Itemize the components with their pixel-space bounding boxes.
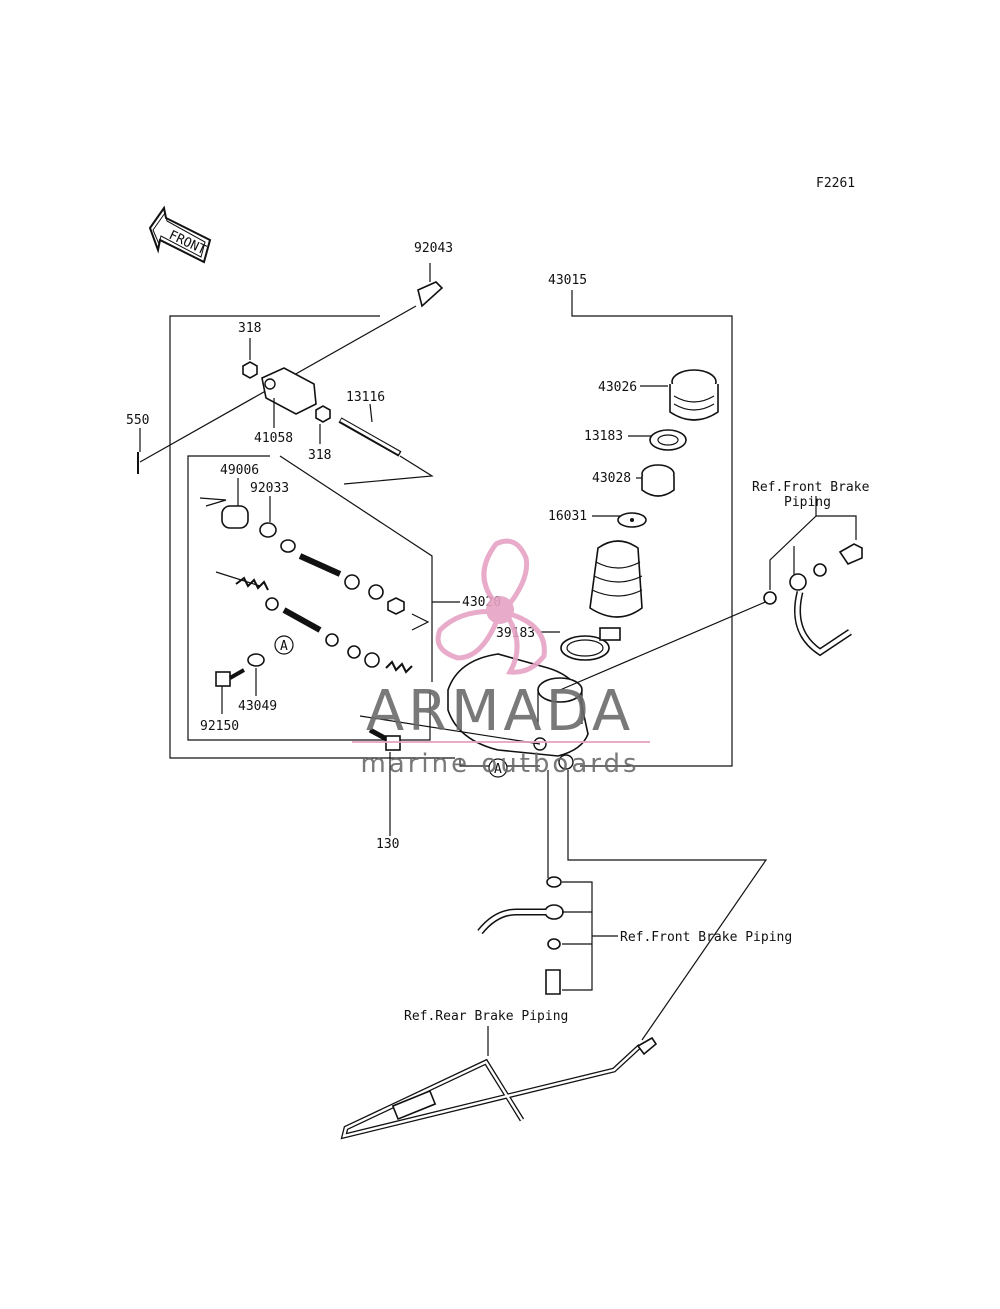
label-43026: 43026 — [598, 380, 637, 395]
label-92043: 92043 — [414, 241, 453, 256]
kit-piston-parts — [280, 539, 430, 631]
circlip-92033 — [259, 496, 277, 538]
hose-clamp-39183 — [540, 627, 621, 661]
diaphragm-43028 — [636, 464, 675, 497]
label-130: 130 — [376, 837, 399, 852]
push-rod-13116 — [338, 403, 434, 485]
watermark-logo-icon — [435, 538, 547, 675]
label-43015: 43015 — [548, 273, 587, 288]
washer-43049 — [247, 653, 265, 696]
nut-318-bottom — [315, 405, 331, 444]
label-43049: 43049 — [238, 699, 277, 714]
label-92033: 92033 — [250, 481, 289, 496]
diaphragm-plate-13183 — [628, 429, 687, 451]
label-49006: 49006 — [220, 463, 259, 478]
svg-text:A: A — [280, 639, 288, 654]
callout-a-body: A — [488, 758, 508, 778]
rear-brake-pipe — [340, 1026, 658, 1140]
boot-49006 — [199, 478, 249, 529]
ref-rear-brake: Ref.Rear Brake Piping — [404, 1009, 568, 1024]
front-brake-fitting-right — [763, 496, 863, 657]
label-13116: 13116 — [346, 390, 385, 405]
ref-front-brake-lower: Ref.Front Brake Piping — [620, 930, 792, 945]
label-318-bottom: 318 — [308, 448, 331, 463]
label-92150: 92150 — [200, 719, 239, 734]
watermark-tagline: marine outboards — [360, 749, 639, 779]
reservoir-body — [589, 540, 643, 618]
bolt-92150 — [215, 668, 245, 714]
reservoir-cap-43026 — [640, 369, 719, 421]
clevis-41058 — [261, 367, 317, 428]
label-550: 550 — [126, 413, 149, 428]
assembly-frame-43015 — [169, 290, 733, 767]
ref-front-brake-right-line1: Ref.Front Brake — [752, 480, 870, 495]
master-cylinder-body — [447, 599, 771, 770]
watermark: ARMADA marine outboards — [352, 538, 650, 779]
ref-front-brake-right-line2: Piping — [784, 495, 831, 510]
label-16031: 16031 — [548, 509, 587, 524]
watermark-brand: ARMADA — [366, 679, 634, 744]
label-13183: 13183 — [584, 429, 623, 444]
label-43028: 43028 — [592, 471, 631, 486]
figure-code: F2261 — [816, 176, 855, 191]
cotter-pin-550 — [137, 428, 141, 474]
float-16031 — [592, 512, 647, 528]
label-318-top: 318 — [238, 321, 261, 336]
label-41058: 41058 — [254, 431, 293, 446]
front-brake-fitting-lower — [477, 770, 768, 1041]
svg-text:A: A — [494, 762, 502, 777]
spring-lower — [215, 571, 413, 674]
kit-frame-43020 — [187, 455, 460, 741]
front-arrow-icon: FRONT — [148, 205, 212, 264]
callout-a-left: A — [274, 635, 294, 655]
nut-318-top — [242, 338, 258, 379]
